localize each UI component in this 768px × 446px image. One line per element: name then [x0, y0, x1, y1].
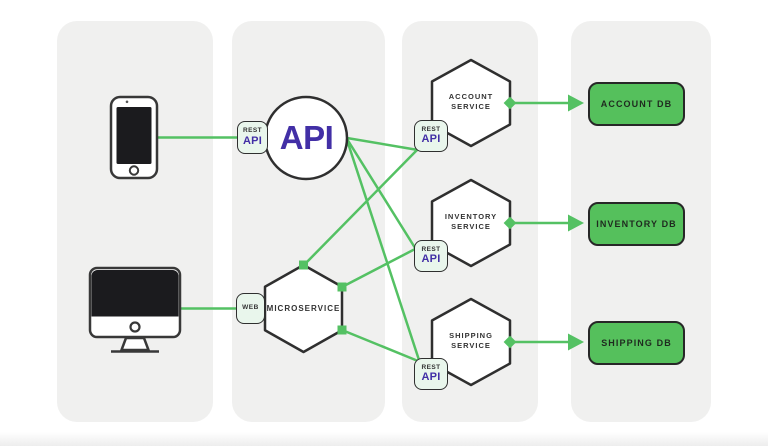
rest-api-badge-gateway: REST API	[237, 121, 268, 154]
shipping-service-label-line1: SHIPPING	[449, 331, 493, 340]
column-gateway	[232, 21, 385, 422]
inventory-service-label: INVENTORY SERVICE	[432, 212, 510, 231]
connector-square-microservice-lower-right	[337, 325, 347, 335]
rest-api-badge-shipping: REST API	[414, 358, 448, 390]
inventory-service-label-line2: SERVICE	[451, 221, 491, 231]
arrowhead-account-db	[568, 94, 584, 112]
line-api-to-account	[346, 136, 419, 152]
api-gateway-label: API	[279, 119, 334, 156]
inventory-service-hexagon	[430, 178, 512, 268]
line-microservice-to-inventory	[341, 246, 418, 289]
line-api-to-shipping	[345, 139, 421, 361]
line-api-to-inventory	[345, 138, 419, 252]
connector-square-microservice-upper-right	[337, 282, 347, 292]
line-microservice-to-account	[302, 149, 418, 267]
arrowhead-shipping-db	[568, 333, 584, 351]
line-microservice-to-shipping	[341, 328, 419, 363]
badge-text-rest: REST	[421, 245, 441, 253]
inventory-db-node: INVENTORY DB	[588, 202, 685, 246]
account-service-label-line1: ACCOUNT	[448, 92, 494, 101]
account-service-label: ACCOUNT SERVICE	[432, 92, 510, 111]
rest-api-badge-inventory: REST API	[414, 240, 448, 272]
shipping-service-label: SHIPPING SERVICE	[432, 331, 510, 350]
rest-api-badge-account: REST API	[414, 120, 448, 152]
account-db-node: ACCOUNT DB	[588, 82, 685, 126]
badge-text-web: WEB	[242, 304, 259, 312]
connector-square-microservice-top	[299, 260, 308, 270]
badge-text-api: API	[421, 253, 441, 266]
account-service-label-line2: SERVICE	[451, 101, 491, 111]
shipping-service-hexagon	[430, 297, 512, 387]
badge-text-api: API	[243, 134, 262, 147]
column-clients	[57, 21, 213, 422]
shipping-service-label-line2: SERVICE	[451, 340, 491, 350]
badge-text-rest: REST	[421, 363, 441, 371]
arrowhead-inventory-db	[568, 214, 584, 232]
badge-text-api: API	[421, 133, 441, 146]
badge-text-rest: REST	[421, 125, 441, 133]
badge-text-api: API	[421, 371, 441, 384]
desktop-computer-icon	[88, 266, 182, 353]
bottom-fade	[0, 432, 768, 446]
account-service-hexagon	[430, 58, 512, 148]
badge-text-rest: REST	[243, 127, 262, 135]
web-badge: WEB	[236, 293, 265, 324]
smartphone-icon	[109, 95, 159, 180]
inventory-service-label-line1: INVENTORY	[444, 212, 498, 221]
shipping-db-node: SHIPPING DB	[588, 321, 685, 365]
microservice-label: MICROSERVICE	[266, 304, 341, 313]
